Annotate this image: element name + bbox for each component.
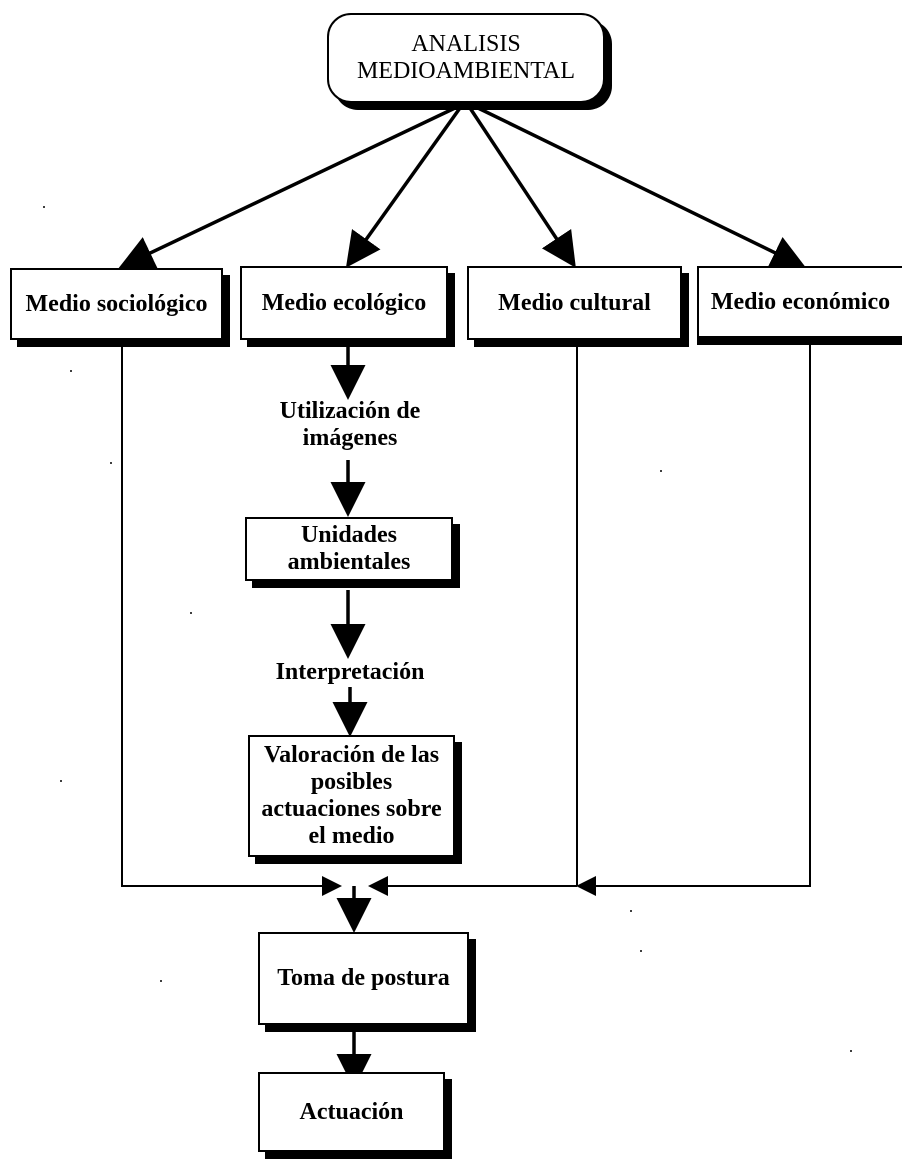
scan-speck — [70, 370, 72, 372]
root-analisis-medioambiental: ANALISIS MEDIOAMBIENTAL — [327, 13, 605, 103]
scan-speck — [630, 910, 632, 912]
scan-speck — [190, 612, 192, 614]
valoracion-line-2: posibles — [310, 769, 393, 795]
valoracion-line-3: actuaciones sobre — [261, 796, 442, 822]
medio-cultural-label: Medio cultural — [498, 289, 651, 316]
scan-speck — [60, 780, 62, 782]
line-economico-to-merge — [576, 345, 811, 896]
medio-ecologico-label: Medio ecológico — [261, 289, 427, 316]
scan-speck — [160, 980, 162, 982]
scan-speck — [640, 950, 642, 952]
scan-speck — [110, 462, 112, 464]
arrow-root-to-economico — [477, 106, 807, 269]
scan-speck — [43, 206, 45, 208]
box-toma-de-postura: Toma de postura — [258, 932, 469, 1025]
scan-speck — [660, 470, 662, 472]
label-interpretacion: Interpretación — [250, 659, 450, 686]
unidades-line-1: Unidades — [300, 522, 398, 548]
medio-sociologico-label: Medio sociológico — [25, 290, 208, 317]
valoracion-line-1: Valoración de las — [263, 742, 440, 768]
arrow-root-to-cultural — [468, 107, 576, 268]
toma-de-postura-label: Toma de postura — [277, 965, 450, 991]
box-medio-economico: Medio económico — [697, 266, 902, 338]
unidades-line-2: ambientales — [287, 549, 411, 575]
interpretacion-text: Interpretación — [275, 659, 425, 685]
box-unidades-ambientales: Unidades ambientales — [245, 517, 453, 581]
utilizacion-line-1: Utilización de — [279, 398, 421, 424]
box-medio-cultural: Medio cultural — [467, 266, 682, 340]
box-medio-sociologico: Medio sociológico — [10, 268, 223, 340]
actuacion-label: Actuación — [299, 1098, 404, 1125]
utilizacion-line-2: imágenes — [302, 425, 398, 451]
valoracion-line-4: el medio — [308, 823, 395, 849]
line-sociologico-to-merge — [121, 345, 342, 896]
box-valoracion: Valoración de las posibles actuaciones s… — [248, 735, 455, 857]
box-medio-ecologico: Medio ecológico — [240, 266, 448, 340]
medio-economico-label: Medio económico — [710, 288, 891, 315]
root-line-1: ANALISIS — [411, 31, 521, 57]
scan-speck — [850, 1050, 852, 1052]
arrow-root-to-ecologico — [345, 106, 462, 268]
box-actuacion: Actuación — [258, 1072, 445, 1152]
label-utilizacion-imagenes: Utilización de imágenes — [240, 398, 460, 452]
arrow-root-to-sociologico — [118, 106, 456, 269]
root-line-2: MEDIOAMBIENTAL — [356, 58, 576, 84]
